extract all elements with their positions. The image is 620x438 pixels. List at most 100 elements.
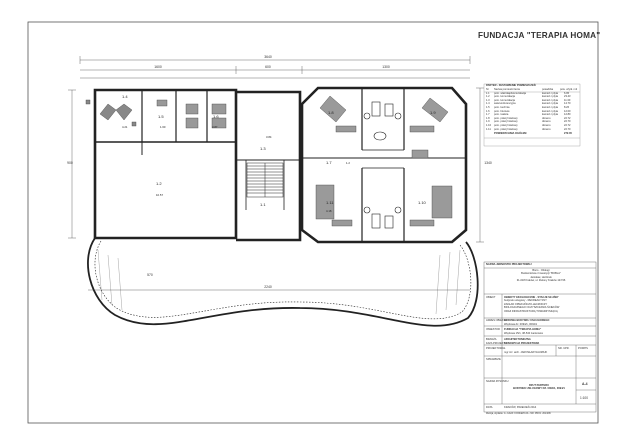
address-detail: Wrębowa dz. 0094/1, 0094/1 bbox=[504, 322, 538, 326]
table-cell: drewno bbox=[542, 120, 551, 124]
drawing-line: RZUT PARTERU bbox=[529, 384, 549, 387]
table-cell: kamień / płyta bbox=[542, 98, 559, 102]
room-label: 1.4 bbox=[122, 94, 128, 99]
table-cell: 1.3 bbox=[486, 98, 490, 102]
object-line: ORAZ INFRASTRUKTURĄ TOWARZYSZĄCĄ bbox=[504, 309, 558, 313]
address-label: ADRES OBIEKTU bbox=[486, 319, 508, 322]
table-cell: kamień / płyta bbox=[542, 105, 559, 109]
dim-top-right: 1300 bbox=[382, 65, 390, 69]
title-block: NAZWA JEDNOSTKI PROJEKTOWEJ Biuro · Obsł… bbox=[486, 263, 596, 283]
table-cell: kamień / płyta bbox=[542, 102, 559, 106]
table-cell: drewno bbox=[542, 127, 551, 131]
drawing-line: BUDYNEK USŁUGOWY DZ. 0094/1, 0094/1 bbox=[513, 387, 565, 391]
room-area: 4.21 bbox=[122, 125, 128, 129]
room-label: 1.2 bbox=[156, 181, 162, 186]
table-cell: pom. toaleta bbox=[494, 113, 509, 117]
table-row: 1.9 pom. pokoj hotelowy drewno 22.70 bbox=[486, 120, 580, 124]
table-cell: 1.6 bbox=[486, 109, 490, 113]
table-cell: 1.2 bbox=[486, 95, 490, 99]
designer-text: mgr inż. arch. JAROSŁAW NAUMIUK bbox=[504, 351, 548, 354]
dimension-labels: 3640 1600 600 1300 2240 900 1340 570 bbox=[67, 55, 492, 289]
table-cell: sala konferencyjna bbox=[494, 102, 516, 106]
room-table-heading: PARTER - ZESTAWIENIE POMIESZCZEŃ bbox=[486, 84, 536, 87]
sheet-frame bbox=[27, 21, 599, 424]
investor-address: Wrębowa 15/1, 38-540 Jankowice bbox=[504, 331, 544, 335]
investor-label: INWESTOR bbox=[486, 328, 500, 331]
total-label: POWIERZCHNIA OGÓLEM bbox=[494, 132, 527, 136]
floor-plan bbox=[68, 56, 484, 327]
col-header: Nr bbox=[486, 87, 489, 91]
table-cell: 1.9 bbox=[486, 120, 490, 124]
table-cell: pom. wiatrołap/komunikacja bbox=[494, 91, 527, 95]
table-row: 1.2 pom. komunikacja kamień / płyta 23.43 bbox=[486, 95, 580, 99]
room-label: 1.6 bbox=[213, 114, 219, 119]
table-cell: 22.72 bbox=[564, 123, 571, 127]
table-cell: pom. komunikacja bbox=[494, 95, 515, 99]
dim-bottom: 2240 bbox=[264, 285, 272, 289]
hotel-beds bbox=[315, 95, 453, 227]
room-area: 3.87 bbox=[212, 125, 218, 129]
dim-side-left: 900 bbox=[67, 161, 73, 165]
col-header: pow. użytk. m2 bbox=[560, 87, 578, 91]
drawing-label: NAZWA RYSUNKU bbox=[486, 380, 509, 383]
object-label: OBIEKT bbox=[486, 296, 496, 299]
terrace-hatch bbox=[97, 249, 461, 315]
terrace-outline bbox=[87, 237, 479, 327]
table-cell: 22.70 bbox=[564, 120, 571, 124]
table-cell: kamień / płyta bbox=[542, 113, 559, 117]
table-cell: 22.72 bbox=[564, 116, 571, 120]
footer-text: Wersja, wydanie: A - FAZA: KONCEPCJA - N… bbox=[486, 413, 551, 415]
table-cell: kamień / płyta bbox=[542, 109, 559, 113]
designer-label: PROJEKTOWAŁ bbox=[486, 347, 506, 350]
unit-line: 31-018 Kraków, ul. Zielony Kraków 127/46 bbox=[516, 279, 566, 283]
table-cell: 11.30 bbox=[564, 98, 571, 102]
table-cell: pom. pokoj hotelowy bbox=[494, 127, 518, 131]
table-cell: 12.80 bbox=[564, 113, 571, 117]
room-table-total: POWIERZCHNIA OGÓLEM 272.35 bbox=[486, 132, 580, 136]
address-text: BUDOWA BUDYNKU USŁUGOWEGO bbox=[504, 319, 550, 322]
investor-text: FUNDACJA "TERAPIA HOMA" bbox=[504, 328, 542, 331]
dim-overall: 3640 bbox=[264, 55, 272, 59]
unit-line: Budownictwa i Inwestycji "BOBLA" bbox=[521, 272, 561, 276]
table-cell: pom. biurowe bbox=[494, 109, 510, 113]
room-area: 1.2 bbox=[346, 161, 350, 165]
table-cell: drewno bbox=[542, 116, 551, 120]
table-cell: 22.70 bbox=[564, 127, 571, 131]
checked-label: SPRAWDZIŁ bbox=[486, 358, 502, 361]
sign-label: NR. UPR. bbox=[558, 347, 570, 350]
drawing-text: RZUT PARTERU BUDYNEK USŁUGOWY DZ. 0094/1… bbox=[504, 384, 574, 391]
title-block-frame bbox=[483, 261, 597, 413]
room-table-body: 1.1 pom. wiatrołap/komunikacja kamień / pł… bbox=[486, 92, 580, 132]
object-line: ZAKŁAD OPIEKUŃCZO-LECZNICZY bbox=[504, 302, 548, 306]
dim-side-right: 1340 bbox=[484, 161, 492, 165]
table-cell: 1.8 bbox=[486, 116, 490, 120]
table-cell: 1.4 bbox=[486, 102, 490, 106]
left-wing-outline bbox=[93, 88, 238, 240]
table-row: 1.3 pom. komunikacja kamień / płyta 11.30 bbox=[486, 99, 580, 103]
branch-text: ARCHITEKTONICZNA bbox=[504, 338, 531, 341]
room-label: 1.5 bbox=[158, 114, 164, 119]
table-cell: 1.1 bbox=[486, 91, 490, 95]
table-cell: pom. pokoj hotelowy bbox=[494, 123, 518, 127]
table-cell: pom. pokoj hotelowy bbox=[494, 116, 518, 120]
room-table-frame bbox=[483, 83, 581, 147]
room-area: 3.84 bbox=[266, 135, 272, 139]
table-cell: 23.43 bbox=[564, 95, 571, 99]
col-header: posadzka bbox=[542, 87, 554, 91]
object-line: budynek usługowy - REKREACYJNY bbox=[504, 299, 547, 303]
room-label: 1.8 bbox=[328, 110, 334, 115]
table-cell: 1.10 bbox=[486, 123, 492, 127]
sheet-number: A-4 bbox=[582, 382, 588, 386]
table-cell: 12.00 bbox=[564, 109, 571, 113]
room-label: 1.3 bbox=[260, 146, 266, 151]
table-cell: pom. komunikacja bbox=[494, 98, 515, 102]
room-schedule-table: PARTER - ZESTAWIENIE POMIESZCZEŃ Nr Nazw… bbox=[486, 84, 580, 136]
room-table-header: Nr Nazwa pomieszczenia posadzka pow. uży… bbox=[486, 88, 580, 92]
staircase bbox=[246, 162, 284, 198]
room-label: 1.9 bbox=[430, 110, 436, 115]
